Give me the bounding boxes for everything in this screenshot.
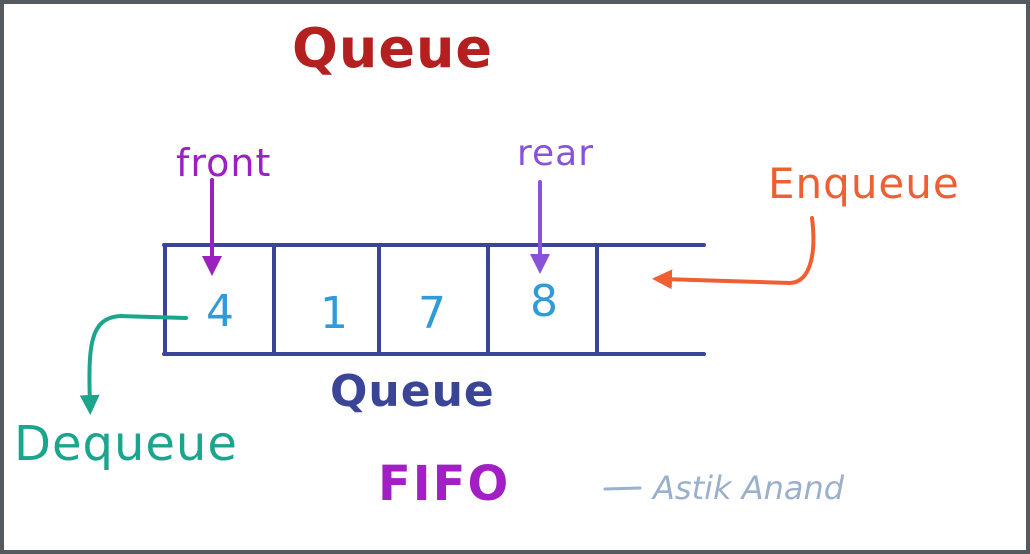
queue-cell-value: 8 xyxy=(530,276,558,327)
queue-cell-value: 1 xyxy=(320,288,348,339)
rear-label: rear xyxy=(517,133,595,174)
queue-cell-value: 4 xyxy=(206,286,234,337)
author-signature: Astik Anand xyxy=(653,469,845,507)
enqueue-label: Enqueue xyxy=(768,159,960,208)
fifo-label: FIFO xyxy=(378,456,511,512)
enqueue-arrow xyxy=(652,216,816,290)
queue-cell-value: 7 xyxy=(418,288,446,339)
front-label: front xyxy=(176,141,272,185)
diagram-title: Queue xyxy=(292,17,494,80)
queue-caption: Queue xyxy=(330,366,495,417)
dequeue-label: Dequeue xyxy=(14,416,238,472)
queue-box xyxy=(162,243,706,356)
dequeue-arrow xyxy=(79,313,188,415)
author-dash xyxy=(603,486,642,491)
